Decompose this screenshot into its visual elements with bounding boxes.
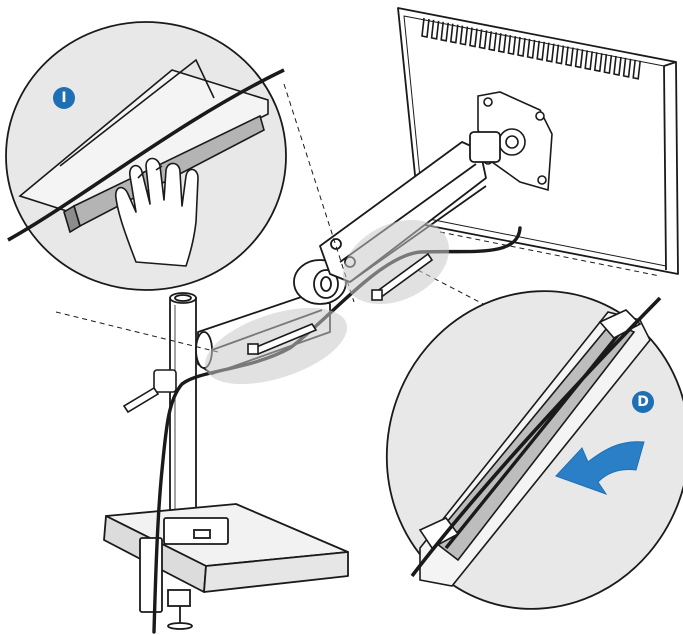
vent-slat xyxy=(459,25,469,46)
pole xyxy=(169,292,197,521)
arm-detail-highlights xyxy=(204,219,450,385)
vent-slat xyxy=(593,52,603,73)
lower-arm-cable-tray xyxy=(247,323,318,355)
vent-slat xyxy=(488,31,497,52)
vent-slat xyxy=(603,54,613,75)
vent-slat xyxy=(517,36,526,57)
detail-circle-step-2 xyxy=(385,290,683,610)
pole-clamp-knob xyxy=(122,369,177,414)
vent-slat xyxy=(478,29,488,50)
vent-slat xyxy=(574,48,584,69)
tray-end-clip xyxy=(418,309,642,550)
vent-slat xyxy=(565,46,574,67)
detail-circle-step-1 xyxy=(5,21,287,291)
vent-slat xyxy=(497,33,507,54)
cable-closeup-2 xyxy=(410,296,662,578)
vesa-screw xyxy=(483,97,493,107)
vent-slat xyxy=(613,55,622,76)
desk-side-edge xyxy=(203,551,349,593)
vent-slat xyxy=(526,38,536,59)
vesa-screw xyxy=(537,175,547,185)
vent-slat xyxy=(449,23,459,44)
step-badge-1: I xyxy=(53,87,75,109)
vent-slat xyxy=(555,44,565,65)
slide-arrow-icon xyxy=(555,441,645,495)
vent-slat xyxy=(584,50,593,71)
vesa-mount-plate xyxy=(477,91,553,192)
vent-slat xyxy=(440,21,449,42)
upper-arm-highlight xyxy=(342,219,450,305)
vent-slat xyxy=(421,17,430,38)
vent-slat xyxy=(536,40,545,61)
arm-body-closeup xyxy=(18,58,269,213)
vent-slat xyxy=(430,19,440,40)
step-badge-2: D xyxy=(632,391,654,413)
vent-slat xyxy=(632,59,641,80)
cable-closeup xyxy=(7,68,285,242)
upper-arm-cable-tray xyxy=(371,252,434,301)
vent-slat xyxy=(545,42,555,63)
monitor-vent-grille xyxy=(421,17,641,80)
vent-slat xyxy=(507,35,517,56)
vesa-screw xyxy=(535,111,545,121)
vent-slat xyxy=(622,57,632,78)
hand-press-icon xyxy=(114,157,199,267)
vent-slat xyxy=(469,27,478,48)
arm-pivot-screw xyxy=(330,238,342,250)
